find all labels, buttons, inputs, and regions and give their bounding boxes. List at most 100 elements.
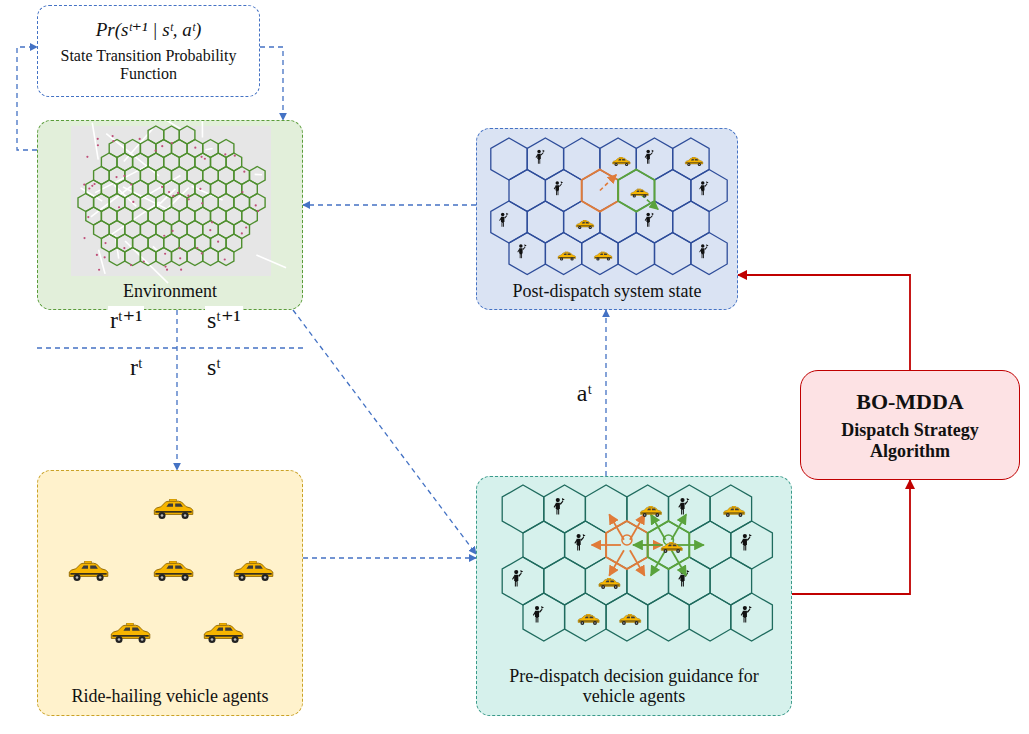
order-dot (188, 198, 190, 200)
hex-cell (109, 248, 125, 266)
hex-cell (606, 593, 648, 641)
algorithm-box: BO-MDDA Dispatch Strategy Algorithm (800, 370, 1020, 480)
map-ground (71, 126, 271, 276)
hex-cell (509, 233, 545, 275)
time-step-divider (37, 347, 303, 348)
pre-dispatch-box: Pre-dispatch decision guidance for vehic… (476, 476, 792, 716)
order-dot (171, 142, 173, 144)
hex-cell (673, 201, 709, 243)
dispatch-option-arrow (674, 544, 703, 546)
map-street (123, 187, 169, 210)
time-step-label: sᵗ⁺¹ (205, 306, 243, 334)
map-street (205, 149, 212, 150)
node-subtitle: Dispatch Strategy Algorithm (809, 420, 1011, 461)
flow-arrow (260, 47, 283, 120)
order-dot (88, 187, 90, 189)
order-dot (98, 269, 100, 271)
order-dot (194, 147, 196, 149)
vehicle-agents-box: Ride-hailing vehicle agents (37, 470, 303, 716)
hex-cell (527, 138, 563, 180)
dispatch-option-arrow (671, 550, 686, 575)
order-dot (201, 202, 203, 204)
map-street (99, 250, 106, 274)
passenger-icon (678, 498, 689, 515)
control-arrow (738, 275, 910, 370)
hex-cell (585, 485, 627, 533)
edge-label: aᵗ (575, 380, 594, 407)
order-dot (179, 257, 181, 259)
post-dispatch-box: Post-dispatch system state (476, 128, 738, 310)
passenger-icon (741, 606, 752, 623)
node-title: BO-MDDA (856, 389, 964, 414)
passenger-icon (574, 534, 585, 551)
passenger-icon (517, 244, 526, 258)
map-frame (71, 126, 271, 276)
node-title: Pre-dispatch decision guidance for vehic… (507, 666, 761, 707)
order-dot (177, 192, 179, 194)
time-step-label: rᵗ⁺¹ (108, 306, 144, 334)
hex-cell-highlight (582, 170, 618, 212)
order-dot (168, 191, 170, 193)
taxi-icon (620, 614, 641, 625)
hex-cell (673, 138, 709, 180)
map-street (256, 255, 286, 268)
order-dot (179, 247, 181, 249)
order-dot (161, 186, 163, 188)
dispatch-option-arrow (609, 514, 624, 539)
dispatch-option-arrow (609, 550, 624, 575)
map-street (109, 202, 160, 236)
hex-cell (172, 248, 188, 266)
passenger-icon (554, 498, 565, 515)
taxi-icon (631, 189, 649, 198)
order-dot (166, 269, 168, 271)
taxi-icon (154, 499, 193, 519)
hex-cell (523, 593, 565, 641)
order-dot (211, 221, 213, 223)
order-dot (243, 171, 245, 173)
hex-cell (203, 248, 219, 266)
passenger-icon (741, 534, 752, 551)
order-dot (180, 269, 182, 271)
taxi-icon (558, 252, 576, 261)
order-dot (91, 185, 93, 187)
order-dot (201, 252, 203, 254)
hex-cell (140, 248, 156, 266)
flow-arrow (176, 310, 177, 470)
hex-cell (527, 201, 563, 243)
dispatch-option-arrow (633, 544, 662, 546)
hex-cell (125, 248, 141, 266)
hex-cell (669, 485, 711, 533)
hex-cell (491, 201, 527, 243)
environment-box: Environment (37, 120, 303, 310)
map-street (95, 165, 150, 193)
hex-cell (523, 521, 565, 569)
taxi-icon (661, 542, 682, 553)
taxi-icon (594, 252, 612, 261)
hex-cell (669, 557, 711, 605)
hex-cell (502, 485, 544, 533)
dispatch-option-arrow (592, 544, 621, 546)
order-dot (204, 158, 206, 160)
hex-cell (544, 557, 586, 605)
order-dot (97, 138, 99, 140)
order-dot (172, 195, 174, 197)
order-dot (196, 247, 198, 249)
order-dot (200, 156, 202, 158)
order-dot (86, 156, 88, 158)
dispatch-option-arrow (633, 544, 662, 546)
order-dot (139, 138, 141, 140)
passenger-icon (699, 181, 708, 195)
order-dot (130, 264, 132, 266)
node-title: Ride-hailing vehicle agents (72, 686, 269, 707)
hex-cell (710, 557, 752, 605)
order-dot (161, 145, 163, 147)
node-title: Environment (123, 281, 217, 302)
map-street (125, 241, 168, 283)
order-dot (130, 183, 132, 185)
order-dot (155, 150, 157, 152)
hex-cell (585, 557, 627, 605)
stay-loop (622, 535, 632, 545)
dispatch-option-arrow (651, 514, 666, 539)
hex-cell (627, 485, 669, 533)
order-dot (143, 260, 145, 262)
